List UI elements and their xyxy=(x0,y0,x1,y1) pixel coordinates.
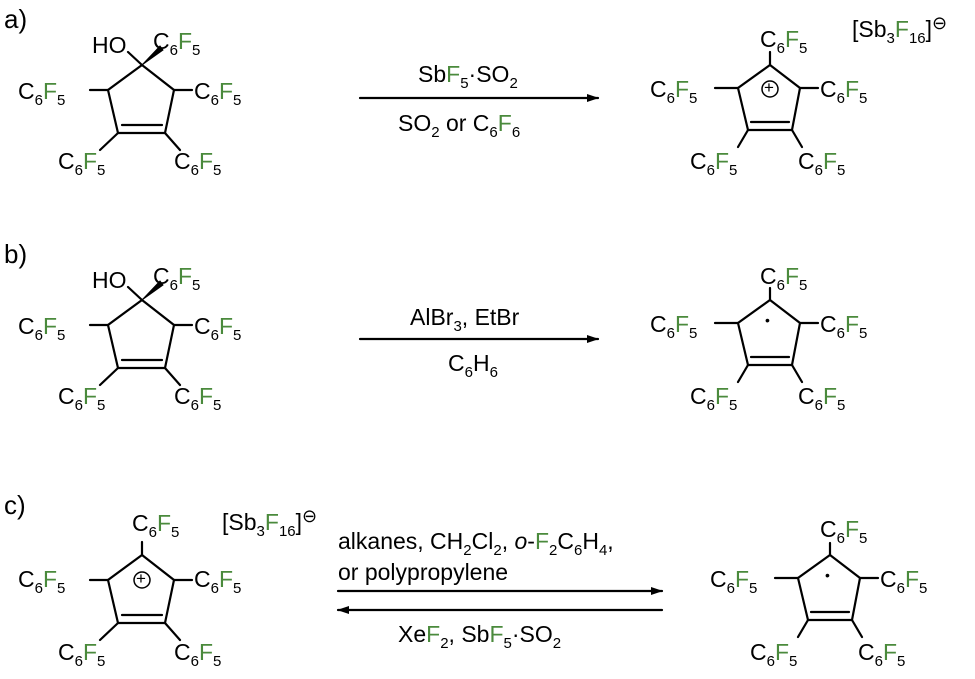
ring-a-right xyxy=(713,50,820,149)
reagent-a-bottom: SO2 or C6F6 xyxy=(398,110,521,141)
c6f5-a-left-right: C6F5 xyxy=(194,78,242,109)
cation-charge-circle-a xyxy=(761,80,779,98)
reagent-b-bottom: C6H6 xyxy=(448,350,498,381)
c6f5-a-right-left: C6F5 xyxy=(650,76,698,107)
c6f5-a-right-right: C6F5 xyxy=(820,76,868,107)
c6f5-c-left-bl: C6F5 xyxy=(58,639,106,670)
c6f5-b-left-left: C6F5 xyxy=(18,313,66,344)
c6f5-b-right-br: C6F5 xyxy=(798,383,846,414)
c6f5-b-right-right: C6F5 xyxy=(820,311,868,342)
c6f5-c-right-br: C6F5 xyxy=(858,639,906,670)
c6f5-b-left-br: C6F5 xyxy=(174,383,222,414)
c6f5-a-left-bl: C6F5 xyxy=(58,148,106,179)
ring-a-left xyxy=(88,50,194,152)
c6f5-c-left-left: C6F5 xyxy=(18,566,66,597)
c6f5-a-left-br: C6F5 xyxy=(174,148,222,179)
ring-b-left xyxy=(88,285,194,387)
hydroxyl-label-b: HO xyxy=(92,267,127,293)
anion-label-c: [Sb3F16]⊖ xyxy=(222,506,318,540)
reagent-c-line2: or polypropylene xyxy=(338,559,509,585)
c6f5-a-right-bl: C6F5 xyxy=(690,148,738,179)
hydroxyl-label-a: HO xyxy=(92,32,127,58)
c6f5-a-right-top: C6F5 xyxy=(760,26,808,57)
c6f5-c-right-right: C6F5 xyxy=(880,566,928,597)
radical-dot-b: • xyxy=(765,312,770,328)
panel-label-c: c) xyxy=(4,490,26,520)
c6f5-b-right-left: C6F5 xyxy=(650,311,698,342)
c6f5-b-left-top: C6F5 xyxy=(153,263,201,294)
c6f5-a-right-br: C6F5 xyxy=(798,148,846,179)
anion-label-a: [Sb3F16]⊖ xyxy=(852,13,948,47)
ring-b-right xyxy=(713,286,820,384)
reagent-c-bottom: XeF2, SbF5·SO2 xyxy=(398,621,562,652)
reagent-b-top: AlBr3, EtBr xyxy=(410,304,520,335)
c6f5-b-left-right: C6F5 xyxy=(194,313,242,344)
panel-label-b: b) xyxy=(4,239,28,269)
reagent-c-line1: alkanes, CH2Cl2, o-F2C6H4, xyxy=(338,528,614,559)
c6f5-a-left-left: C6F5 xyxy=(18,78,66,109)
c6f5-c-right-top: C6F5 xyxy=(820,516,868,547)
cation-charge-a: + xyxy=(764,78,774,97)
c6f5-c-left-br: C6F5 xyxy=(174,639,222,670)
reagent-a-top: SbF5·SO2 xyxy=(418,61,518,92)
c6f5-b-right-bl: C6F5 xyxy=(690,383,738,414)
radical-dot-c: • xyxy=(825,567,830,583)
c6f5-a-left-top: C6F5 xyxy=(153,28,201,59)
panel-label-a: a) xyxy=(4,4,28,34)
c6f5-c-left-top: C6F5 xyxy=(132,510,180,541)
cation-charge-c: + xyxy=(136,569,146,588)
cation-charge-circle-c xyxy=(133,571,151,589)
c6f5-b-left-bl: C6F5 xyxy=(58,383,106,414)
c6f5-c-left-right: C6F5 xyxy=(194,566,242,597)
c6f5-c-right-bl: C6F5 xyxy=(750,639,798,670)
ring-c-left xyxy=(88,540,194,642)
c6f5-c-right-left: C6F5 xyxy=(710,566,758,597)
ring-c-right xyxy=(773,541,880,639)
c6f5-b-right-top: C6F5 xyxy=(760,263,808,294)
